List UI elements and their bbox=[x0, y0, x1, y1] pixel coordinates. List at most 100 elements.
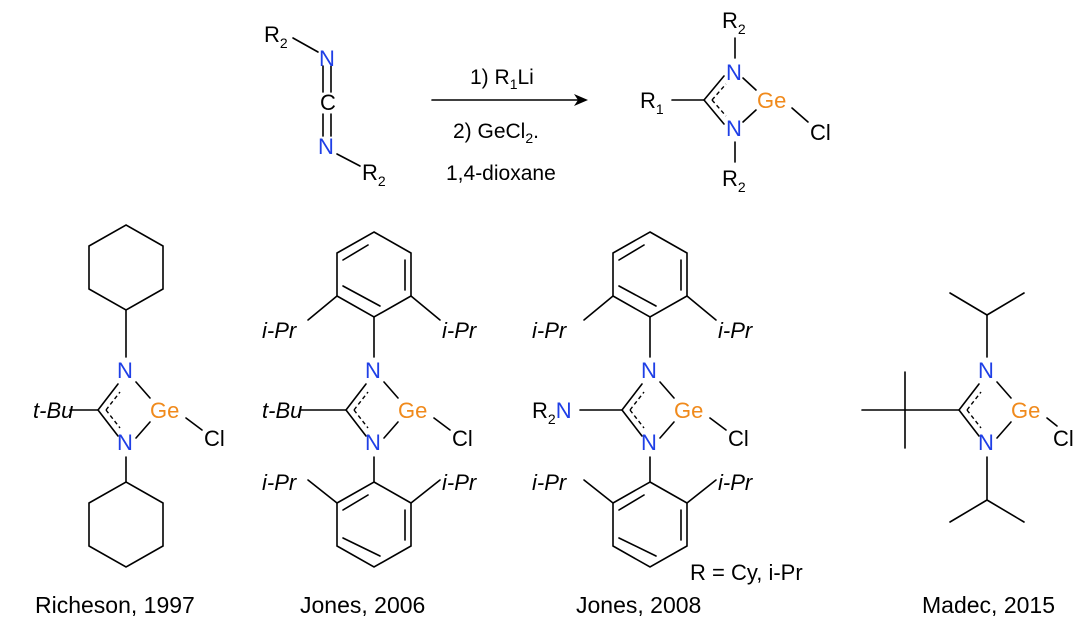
bond-c-ntop bbox=[621, 383, 643, 411]
product-r-bottom: R2 bbox=[722, 166, 746, 195]
bond-ring-ipr-bl bbox=[583, 479, 614, 504]
reactant-r-bottom: R2 bbox=[362, 160, 386, 189]
bond-ring-ipr-left bbox=[583, 295, 614, 321]
bond-n2-r2 bbox=[336, 153, 361, 167]
arrow-head bbox=[574, 94, 588, 106]
bond-c-nbot bbox=[345, 409, 367, 437]
reactant-carbodiimide: R2 N C N R2 bbox=[264, 22, 386, 189]
cl-label: Cl bbox=[1053, 426, 1074, 451]
product-r1: R1 bbox=[640, 88, 664, 117]
product-n-bottom: N bbox=[726, 116, 742, 141]
bond-ntop-ge bbox=[135, 381, 151, 399]
product-r-top: R2 bbox=[722, 8, 746, 37]
caption-jones-2006: Jones, 2006 bbox=[300, 592, 425, 618]
n-top: N bbox=[978, 358, 994, 383]
ipr-top-left: i-Pr bbox=[532, 318, 568, 343]
cl-label: Cl bbox=[204, 426, 225, 451]
bond-ring-ipr-right bbox=[686, 295, 717, 321]
ipr-top-right: i-Pr bbox=[442, 318, 478, 343]
ring-top-double-3 bbox=[342, 285, 381, 307]
bond-ring-ipr-br bbox=[410, 479, 441, 504]
bond-r2-n1 bbox=[292, 37, 319, 53]
deloc-top bbox=[353, 391, 369, 411]
deloc-top bbox=[105, 391, 121, 411]
ring-bot-double-1 bbox=[618, 494, 645, 511]
caption-richeson: Richeson, 1997 bbox=[35, 592, 195, 618]
condition-solvent: 1,4-dioxane bbox=[446, 162, 556, 185]
ipr-top-methyl-1 bbox=[949, 292, 988, 316]
bond-ring-ipr-left bbox=[307, 295, 338, 321]
bond-ge-cl bbox=[185, 417, 203, 431]
aryl-ring-top bbox=[612, 231, 688, 318]
compound-madec-2015: N Ge Cl N Madec, 2015 bbox=[861, 292, 1074, 618]
ipr-top-right: i-Pr bbox=[718, 318, 754, 343]
bond-ge-cl bbox=[433, 417, 451, 431]
t-bu-label: t-Bu bbox=[262, 398, 302, 423]
reactant-n-bottom: N bbox=[318, 134, 334, 159]
aryl-ring-top bbox=[336, 231, 412, 318]
bond-ring-ipr-bl bbox=[307, 479, 338, 504]
cyclohexyl-ring-bottom bbox=[88, 481, 164, 568]
bond-nbot-ge bbox=[135, 421, 151, 439]
n-bottom: N bbox=[641, 430, 657, 455]
compound-richeson-1997: N t-Bu Ge Cl N Richeson, 1997 bbox=[33, 224, 225, 618]
ipr-bot-methyl-1 bbox=[949, 499, 988, 523]
n-bottom: N bbox=[978, 430, 994, 455]
cl-label: Cl bbox=[728, 426, 749, 451]
deloc-bot bbox=[711, 99, 727, 117]
ipr-bottom-left: i-Pr bbox=[262, 470, 298, 495]
bond-ntop-ge bbox=[659, 381, 675, 399]
caption-jones-2008: Jones, 2008 bbox=[576, 592, 701, 618]
bond-c-ntop bbox=[958, 383, 980, 411]
ge-label: Ge bbox=[398, 398, 427, 423]
condition-step1: 1) R1Li bbox=[470, 66, 534, 92]
ipr-top-methyl-2 bbox=[986, 292, 1025, 316]
ipr-bottom-right: i-Pr bbox=[442, 470, 478, 495]
caption-madec: Madec, 2015 bbox=[922, 592, 1055, 618]
deloc-bot bbox=[353, 409, 369, 429]
bond-ntop-ge bbox=[996, 381, 1012, 399]
bond-ge-cl bbox=[791, 107, 809, 123]
product-ge: Ge bbox=[757, 88, 786, 113]
ring-top-double-1 bbox=[618, 244, 645, 261]
reactant-n-top: N bbox=[319, 46, 335, 71]
n-bottom: N bbox=[365, 430, 381, 455]
n-top: N bbox=[365, 358, 381, 383]
ring-bot-double-1 bbox=[342, 494, 369, 511]
ipr-top-left: i-Pr bbox=[262, 318, 298, 343]
bond-c-ntop bbox=[345, 383, 367, 411]
bond-c-ntop bbox=[97, 383, 119, 411]
n-top: N bbox=[117, 358, 133, 383]
ge-label: Ge bbox=[150, 398, 179, 423]
ring-top-double-3 bbox=[618, 285, 657, 307]
cyclohexyl-ring-top bbox=[88, 224, 164, 311]
deloc-top bbox=[629, 391, 645, 411]
deloc-bot bbox=[966, 409, 982, 429]
deloc-top bbox=[966, 391, 982, 411]
deloc-top bbox=[711, 83, 727, 101]
cl-label: Cl bbox=[452, 426, 473, 451]
r-definition-note: R = Cy, i-Pr bbox=[690, 560, 803, 585]
n-top: N bbox=[641, 358, 657, 383]
ipr-bot-methyl-2 bbox=[986, 499, 1025, 523]
product-germylene: R2 N R1 Ge Cl N R2 bbox=[640, 8, 831, 195]
bond-nbot-ge bbox=[742, 109, 757, 123]
bond-nbot-ge bbox=[996, 421, 1012, 439]
ring-bot-double-3 bbox=[618, 537, 657, 557]
bond-c-nbot bbox=[703, 99, 725, 125]
ring-bot-double-3 bbox=[342, 537, 381, 557]
ring-top-double-1 bbox=[342, 244, 369, 261]
bond-ntop-ge bbox=[383, 381, 399, 399]
product-cl: Cl bbox=[810, 120, 831, 145]
bond-c-nbot bbox=[958, 409, 980, 437]
ipr-bottom-left: i-Pr bbox=[532, 470, 568, 495]
bond-nbot-ge bbox=[659, 421, 675, 439]
bond-ge-cl bbox=[1046, 417, 1058, 427]
bond-ring-ipr-br bbox=[686, 479, 717, 504]
ipr-bottom-right: i-Pr bbox=[718, 470, 754, 495]
product-n-top: N bbox=[726, 60, 742, 85]
reactant-r-top: R2 bbox=[264, 22, 288, 51]
aryl-ring-bottom bbox=[336, 481, 412, 568]
